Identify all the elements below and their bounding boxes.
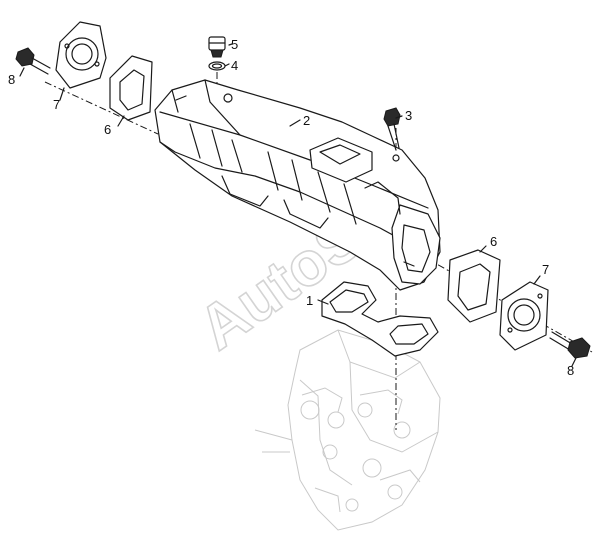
gasket-part-1 [321, 281, 439, 357]
cylinder-head-ghost [254, 329, 441, 531]
gasket-left-part-6 [109, 55, 153, 121]
bolt-part-3 [383, 107, 401, 151]
plug-part-5 [208, 36, 226, 58]
callout-8-right: 8 [567, 363, 574, 378]
bolt-right-part-8 [549, 331, 591, 359]
cover-plate-right-part-7 [499, 281, 549, 351]
callout-5: 5 [231, 37, 238, 52]
callout-8-left: 8 [8, 72, 15, 87]
callout-4: 4 [231, 58, 238, 73]
callout-1: 1 [306, 293, 313, 308]
callout-labels: 1 2 3 4 5 6 6 7 7 8 8 [8, 37, 574, 378]
o-ring-part-4 [208, 61, 226, 71]
leader-lines [19, 43, 577, 367]
bolt-left-part-8 [15, 47, 51, 75]
callout-7-left: 7 [53, 97, 60, 112]
callout-7-right: 7 [542, 262, 549, 277]
callout-6-left: 6 [104, 122, 111, 137]
gasket-right-part-6 [447, 249, 501, 323]
callout-3: 3 [405, 108, 412, 123]
callout-2: 2 [303, 113, 310, 128]
intake-manifold [154, 79, 441, 291]
cover-plate-left-part-7 [55, 21, 107, 89]
callout-6-right: 6 [490, 234, 497, 249]
